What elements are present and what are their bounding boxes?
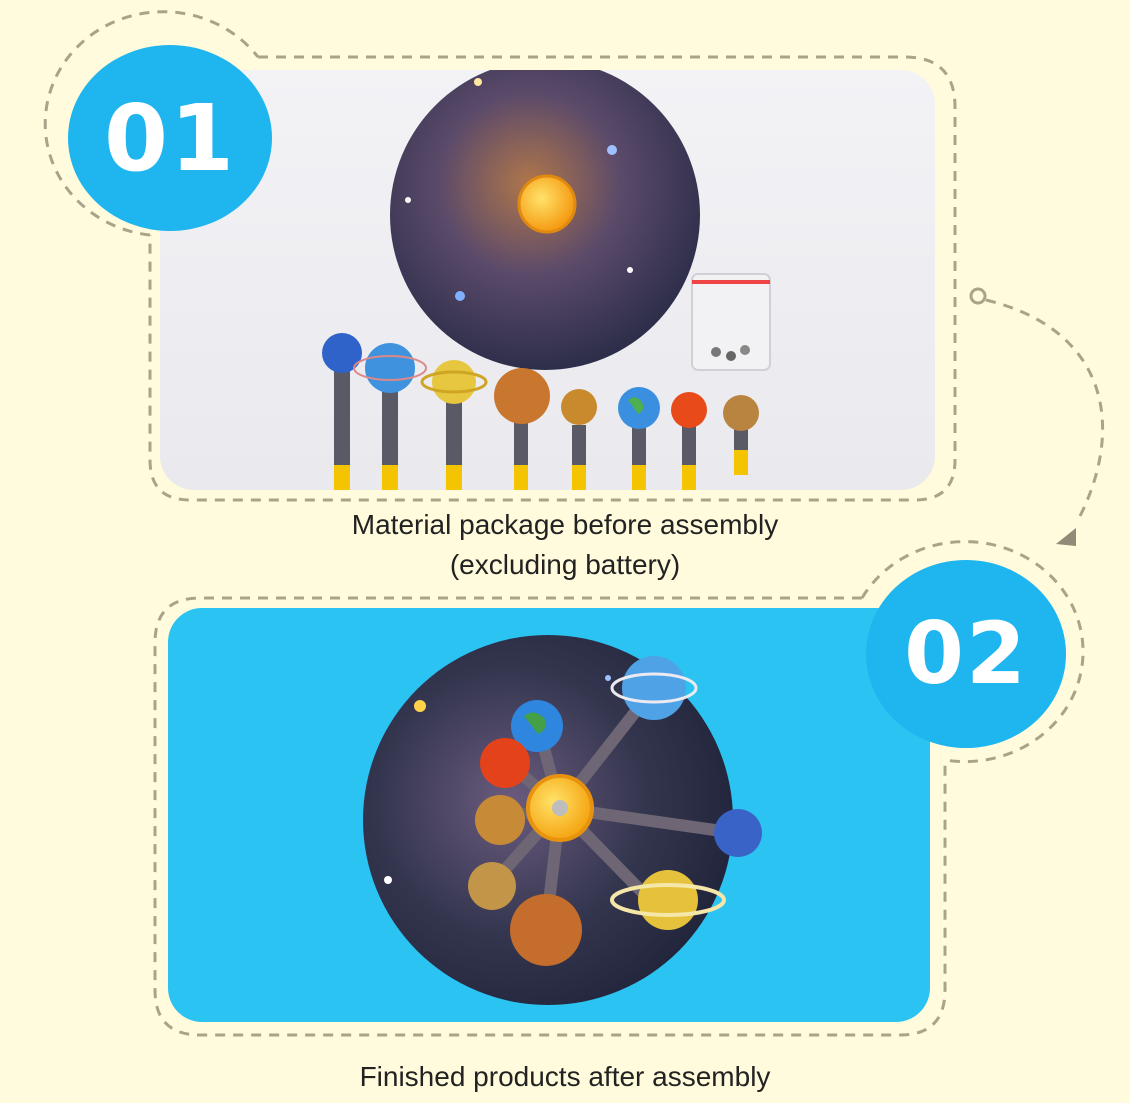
star [627,267,633,273]
step2-caption-line1: Finished products after assembly [359,1061,771,1092]
screw [711,347,721,357]
venus-piece [475,795,525,845]
sun-piece [517,174,577,234]
step2-badge-ring [860,540,1085,764]
step1-photo-panel [160,70,935,490]
step1-caption-line1: Material package before assembly [351,509,779,540]
connector-arrowhead-icon [1056,528,1076,546]
step1-photo-illustration [322,70,771,490]
step2-caption: Finished products after assembly [0,1057,1130,1097]
step1-caption-line2: (excluding battery) [449,549,681,580]
venus-piece [561,389,597,425]
saturn-piece [638,870,698,930]
step1-number: 01 [103,84,237,192]
neptune-piece [714,809,762,857]
uranus-piece [365,343,415,393]
uranus-piece [622,656,686,720]
bag-seal [692,280,770,284]
jupiter-piece [510,894,582,966]
step2-photo-panel [168,608,930,1022]
jupiter-piece [494,368,550,424]
star [414,700,426,712]
star [405,197,411,203]
star [474,78,482,86]
step2-number: 02 [904,604,1028,704]
step2-dashed-frame [153,596,947,1037]
battery-bag [691,273,771,371]
step2-number-badge: 02 [866,560,1066,748]
screw [740,345,750,355]
connector-dashed-line [985,298,1104,521]
mercury-piece [468,862,516,910]
step1-number-badge: 01 [68,45,272,231]
star [384,876,392,884]
screw [726,351,736,361]
mars-piece [480,738,530,788]
neptune-piece [322,333,362,373]
star [605,675,611,681]
step1-badge-ring [43,10,260,237]
saturn-piece [432,360,476,404]
connector-start-dot [969,287,987,305]
mercury-piece [723,395,759,431]
step1-caption: Material package before assembly (exclud… [0,505,1130,585]
motor-center [552,800,568,816]
step2-photo-illustration [363,635,762,1005]
star [607,145,617,155]
mars-piece [671,392,707,428]
star [455,291,465,301]
planet-sticks [322,333,759,490]
